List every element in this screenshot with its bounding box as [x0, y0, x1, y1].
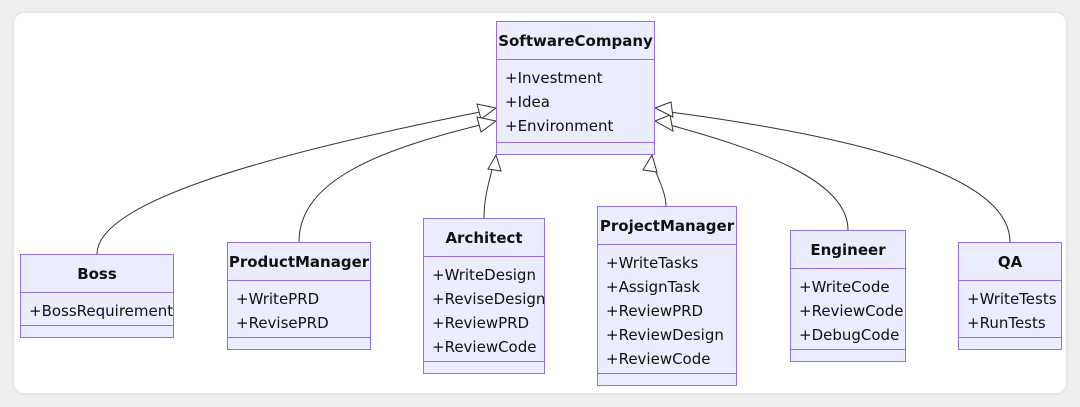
class-name: QA	[959, 243, 1061, 281]
class-methods-section	[21, 325, 173, 337]
class-attribute: +WritePRD	[236, 290, 320, 308]
class-attribute: +WriteTasks	[606, 254, 699, 272]
class-attribute: +RunTests	[967, 314, 1046, 332]
class-architect: Architect +WriteDesign +ReviseDesign +Re…	[423, 218, 545, 374]
class-attributes: +WriteTasks +AssignTask +ReviewPRD +Revi…	[598, 245, 736, 371]
class-methods-section	[791, 349, 905, 361]
class-methods-section	[598, 373, 736, 385]
class-name: ProjectManager	[598, 207, 736, 245]
class-qa: QA +WriteTests +RunTests	[958, 242, 1062, 350]
class-attribute: +AssignTask	[606, 278, 701, 296]
class-name: ProductManager	[228, 243, 370, 281]
class-attribute: +Environment	[505, 117, 614, 135]
class-attribute: +ReviewPRD	[432, 314, 530, 332]
class-attributes: +Investment +Idea +Environment	[497, 60, 654, 138]
class-name: Architect	[424, 219, 544, 257]
class-attributes: +WriteDesign +ReviseDesign +ReviewPRD +R…	[424, 257, 546, 359]
class-attribute: +WriteTests	[967, 290, 1057, 308]
class-product-manager: ProductManager +WritePRD +RevisePRD	[227, 242, 371, 350]
class-attributes: +WriteCode +ReviewCode +DebugCode	[791, 269, 905, 347]
class-methods-section	[228, 337, 370, 349]
class-attributes: +BossRequirement	[21, 293, 173, 323]
class-engineer: Engineer +WriteCode +ReviewCode +DebugCo…	[790, 230, 906, 362]
class-attribute: +Idea	[505, 93, 550, 111]
class-attribute: +ReviewCode	[606, 350, 711, 368]
class-attribute: +ReviewCode	[799, 302, 904, 320]
class-attribute: +ReviseDesign	[432, 290, 546, 308]
class-methods-section	[959, 337, 1061, 349]
class-attribute: +Investment	[505, 69, 603, 87]
class-name: Boss	[21, 255, 173, 293]
class-attribute: +ReviewCode	[432, 338, 537, 356]
class-boss: Boss +BossRequirement	[20, 254, 174, 338]
class-methods-section	[497, 142, 654, 154]
class-methods-section	[424, 361, 544, 373]
class-project-manager: ProjectManager +WriteTasks +AssignTask +…	[597, 206, 737, 386]
class-attribute: +BossRequirement	[29, 302, 174, 320]
class-name: SoftwareCompany	[497, 22, 654, 60]
class-attributes: +WritePRD +RevisePRD	[228, 281, 370, 335]
class-attribute: +WriteDesign	[432, 266, 536, 284]
class-attribute: +WriteCode	[799, 278, 890, 296]
class-attribute: +RevisePRD	[236, 314, 329, 332]
class-software-company: SoftwareCompany +Investment +Idea +Envir…	[496, 21, 655, 155]
class-name: Engineer	[791, 231, 905, 269]
class-attribute: +DebugCode	[799, 326, 900, 344]
class-attribute: +ReviewPRD	[606, 302, 704, 320]
class-attribute: +ReviewDesign	[606, 326, 724, 344]
class-attributes: +WriteTests +RunTests	[959, 281, 1061, 335]
